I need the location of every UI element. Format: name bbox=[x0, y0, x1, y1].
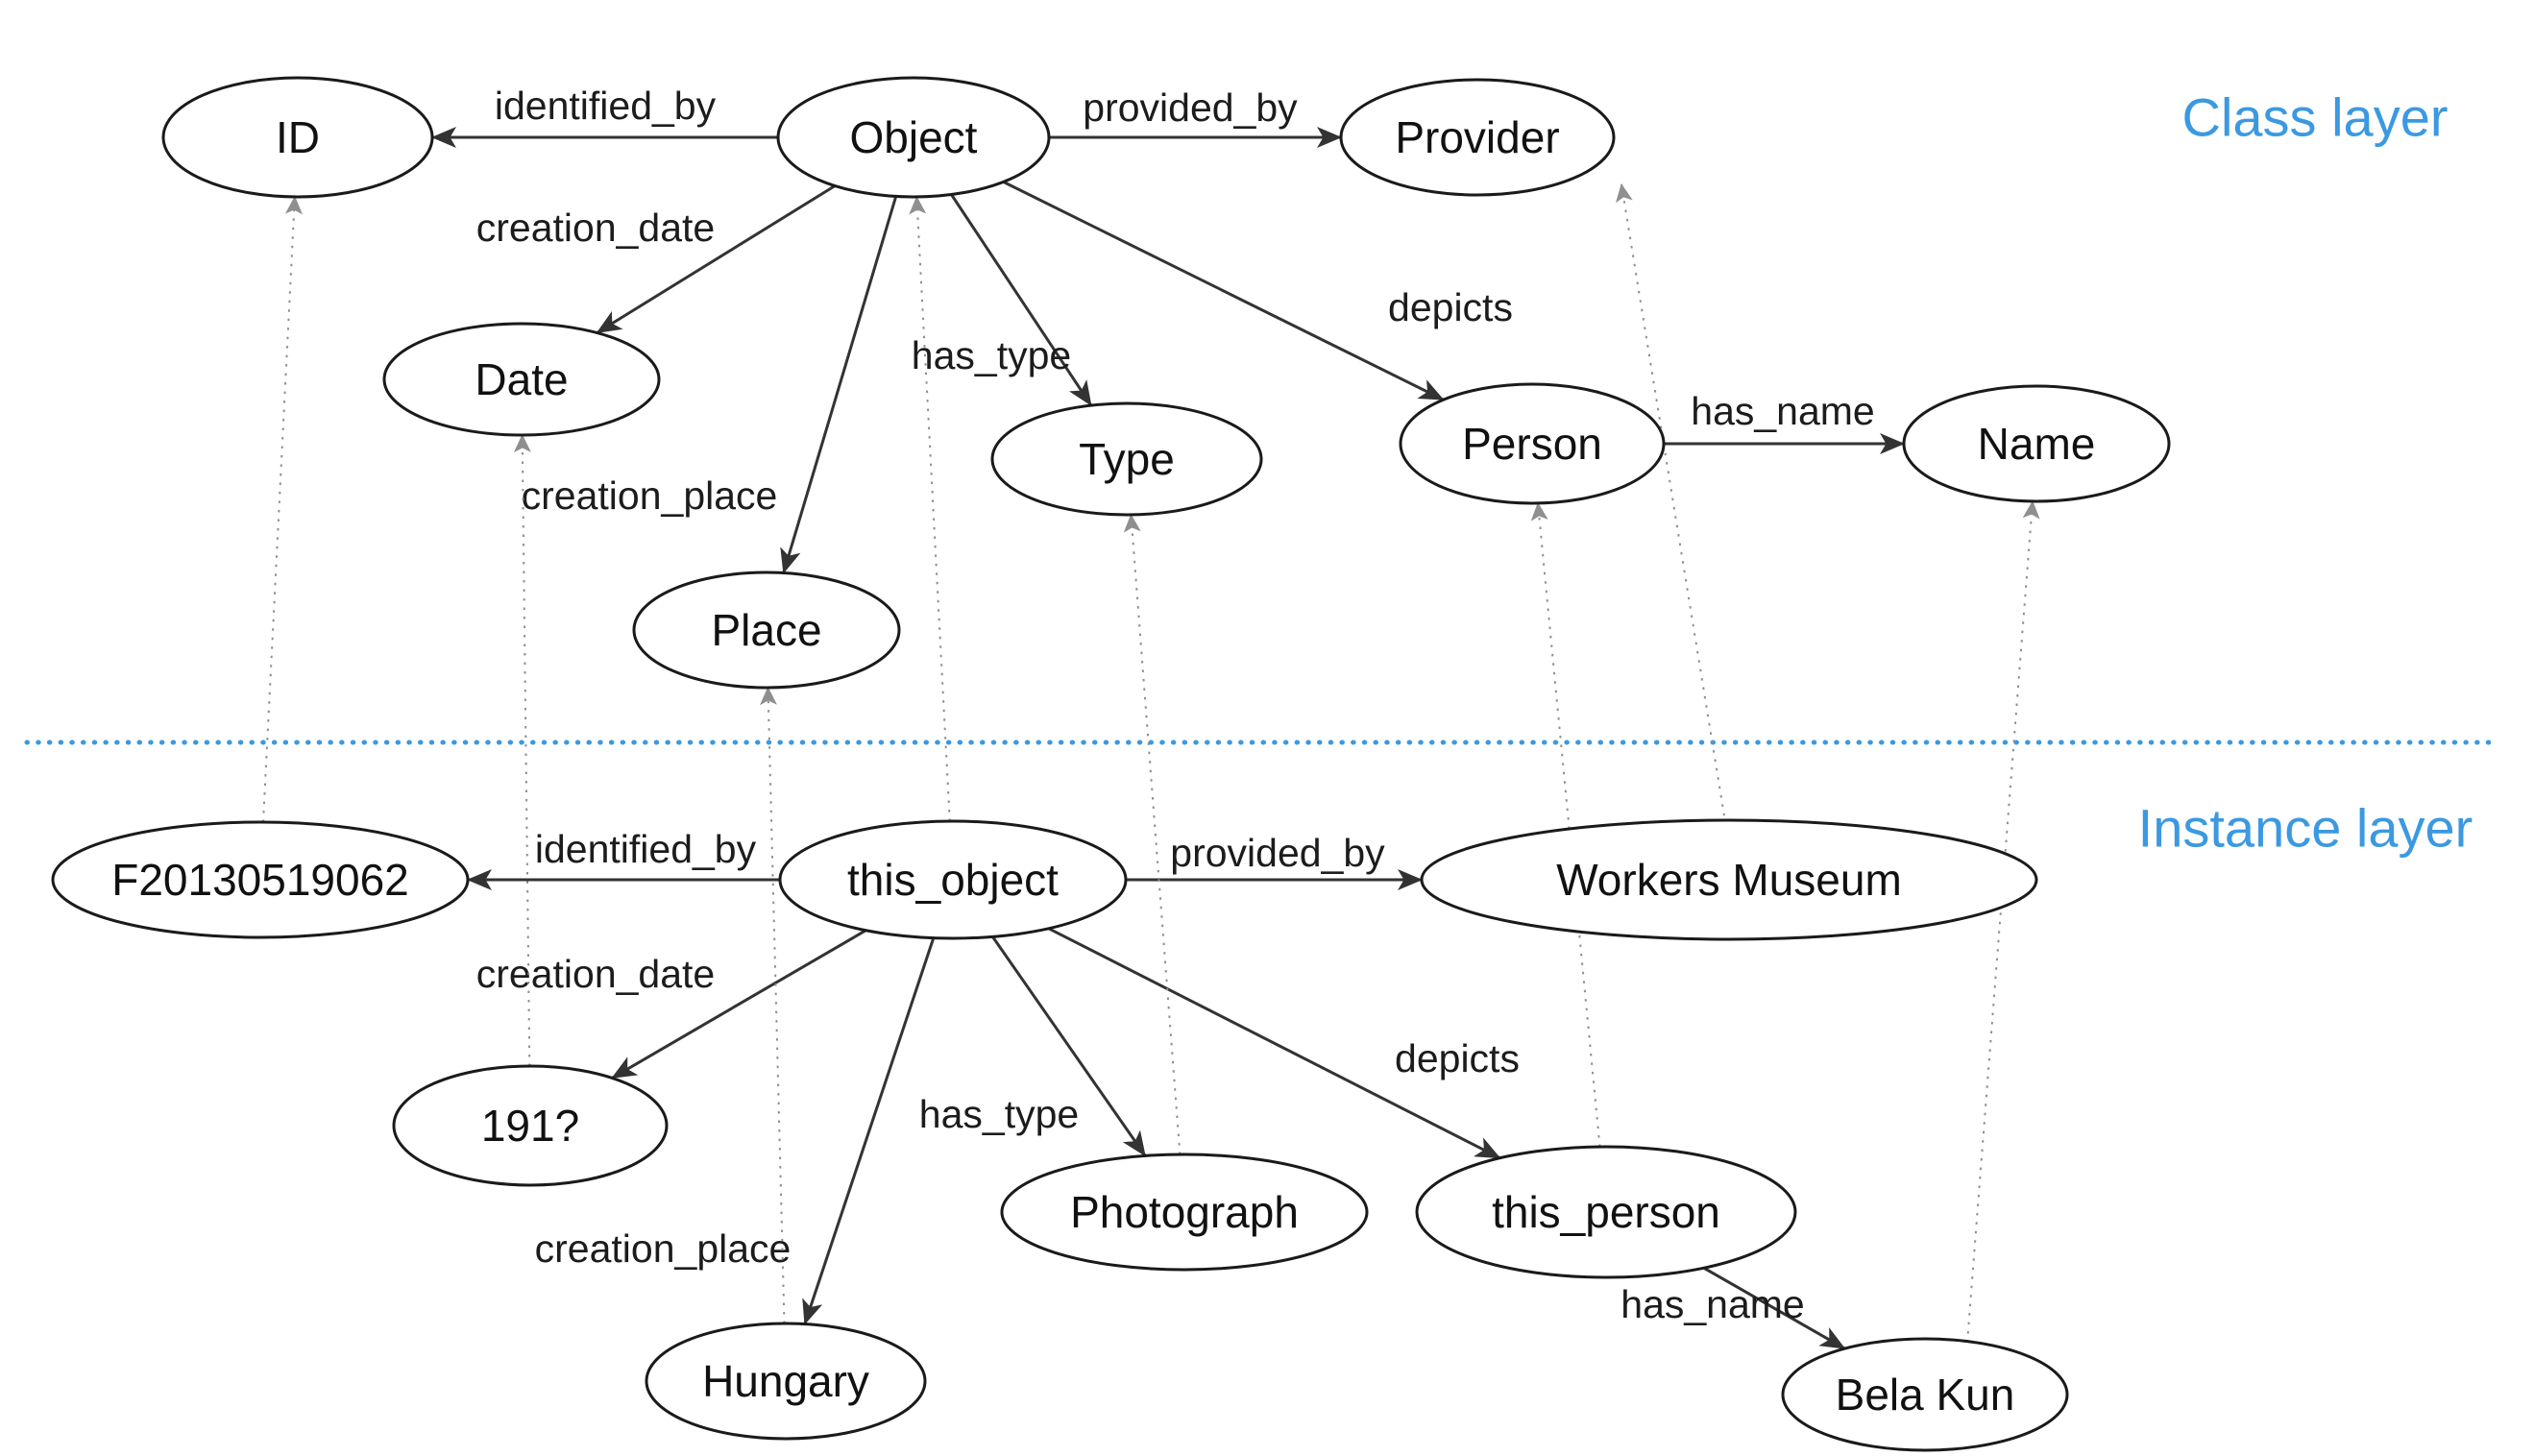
edge-this_object-this_person bbox=[1048, 927, 1501, 1160]
node-label-type: Type bbox=[1079, 434, 1175, 484]
node-provider: Provider bbox=[1339, 78, 1616, 197]
edge-object-place bbox=[780, 196, 898, 574]
edge-this_object-photograph bbox=[991, 935, 1147, 1157]
edge-object-type bbox=[950, 193, 1093, 406]
node-name: Name bbox=[1902, 384, 2171, 503]
instance-of-edge-f20130519062-id bbox=[262, 196, 303, 823]
node-ellipse-date bbox=[382, 322, 661, 437]
edge-label-creation_date-object-date: creation_date bbox=[476, 206, 715, 250]
node-ellipse-person bbox=[1399, 382, 1666, 505]
node-ellipse-hungary bbox=[645, 1322, 927, 1441]
node-label-name: Name bbox=[1978, 419, 2096, 469]
node-label-workers_museum: Workers Museum bbox=[1556, 855, 1902, 905]
edge-label-provided_by-object-provider: provided_by bbox=[1083, 85, 1298, 130]
edge-this_object-date_191 bbox=[611, 929, 867, 1080]
edge-label-depicts-object-person: depicts bbox=[1388, 285, 1513, 329]
node-ellipse-object bbox=[776, 76, 1051, 199]
edge-this_person-bela_kun bbox=[1702, 1266, 1846, 1350]
node-ellipse-place bbox=[632, 570, 901, 690]
node-hungary: Hungary bbox=[645, 1322, 927, 1441]
node-label-id: ID bbox=[276, 112, 320, 162]
edge-label-identified_by-object-id: identified_by bbox=[495, 84, 717, 128]
node-label-date_191: 191? bbox=[481, 1101, 579, 1151]
instance-of-edge-workers_museum-provider bbox=[1616, 183, 1728, 835]
node-label-f20130519062: F20130519062 bbox=[111, 855, 409, 905]
node-label-provider: Provider bbox=[1395, 112, 1559, 162]
node-ellipse-id bbox=[161, 76, 434, 199]
node-workers_museum: Workers Museum bbox=[1420, 818, 2038, 941]
node-label-place: Place bbox=[711, 605, 821, 655]
node-type: Type bbox=[990, 401, 1263, 517]
node-bela_kun: Bela Kun bbox=[1781, 1337, 2069, 1452]
node-label-person: Person bbox=[1462, 419, 1602, 469]
node-place: Place bbox=[632, 570, 901, 690]
instance-of-edge-bela_kun-name bbox=[1966, 500, 2040, 1344]
node-label-photograph: Photograph bbox=[1070, 1187, 1299, 1237]
node-ellipse-photograph bbox=[1000, 1153, 1369, 1272]
node-this_person: this_person bbox=[1415, 1145, 1797, 1279]
node-label-hungary: Hungary bbox=[702, 1356, 869, 1406]
node-label-date: Date bbox=[475, 354, 568, 404]
node-ellipse-name bbox=[1902, 384, 2171, 503]
edge-label-depicts-this_object-this_person: depicts bbox=[1395, 1036, 1520, 1080]
edge-label-creation_place-this_object-hungary: creation_place bbox=[535, 1226, 792, 1271]
node-ellipse-date_191 bbox=[392, 1064, 669, 1187]
node-ellipse-this_person bbox=[1415, 1145, 1797, 1279]
node-photograph: Photograph bbox=[1000, 1153, 1369, 1272]
edge-label-creation_date-this_object-date_191: creation_date bbox=[476, 952, 715, 996]
node-date: Date bbox=[382, 322, 661, 437]
edge-object-date bbox=[596, 184, 836, 334]
node-label-bela_kun: Bela Kun bbox=[1836, 1370, 2015, 1420]
instance-of-edge-hungary-place bbox=[759, 687, 786, 1324]
node-id: ID bbox=[161, 76, 434, 199]
edge-label-has_name-person-name: has_name bbox=[1691, 389, 1874, 433]
edge-object-person bbox=[1002, 181, 1445, 401]
instance-of-edge-this_person-person bbox=[1530, 501, 1601, 1148]
node-ellipse-type bbox=[990, 401, 1263, 517]
class-layer-caption: Class layer bbox=[2182, 87, 2449, 148]
node-label-object: Object bbox=[850, 112, 978, 162]
edge-label-provided_by-this_object-workers_museum: provided_by bbox=[1170, 831, 1385, 875]
edge-label-has_type-object-type: has_type bbox=[912, 333, 1071, 377]
node-f20130519062: F20130519062 bbox=[51, 820, 470, 939]
edge-label-has_type-this_object-photograph: has_type bbox=[919, 1092, 1079, 1136]
node-label-this_person: this_person bbox=[1492, 1187, 1720, 1237]
edge-label-has_name-this_person-bela_kun: has_name bbox=[1620, 1282, 1804, 1326]
instance-of-edge-this_object-object bbox=[909, 196, 951, 822]
node-label-this_object: this_object bbox=[847, 855, 1059, 905]
instance-of-edge-photograph-type bbox=[1123, 514, 1182, 1155]
edge-label-creation_place-object-place: creation_place bbox=[522, 473, 778, 518]
instance-layer-caption: Instance layer bbox=[2138, 798, 2473, 859]
node-ellipse-this_object bbox=[778, 819, 1128, 940]
node-ellipse-bela_kun bbox=[1781, 1337, 2069, 1452]
edge-this_object-hungary bbox=[802, 937, 936, 1325]
node-ellipse-provider bbox=[1339, 78, 1616, 197]
node-this_object: this_object bbox=[778, 819, 1128, 940]
edge-label-identified_by-this_object-f20130519062: identified_by bbox=[535, 827, 757, 871]
node-ellipse-workers_museum bbox=[1420, 818, 2038, 941]
node-ellipse-f20130519062 bbox=[51, 820, 470, 939]
node-person: Person bbox=[1399, 382, 1666, 505]
node-date_191: 191? bbox=[392, 1064, 669, 1187]
node-object: Object bbox=[776, 76, 1051, 199]
